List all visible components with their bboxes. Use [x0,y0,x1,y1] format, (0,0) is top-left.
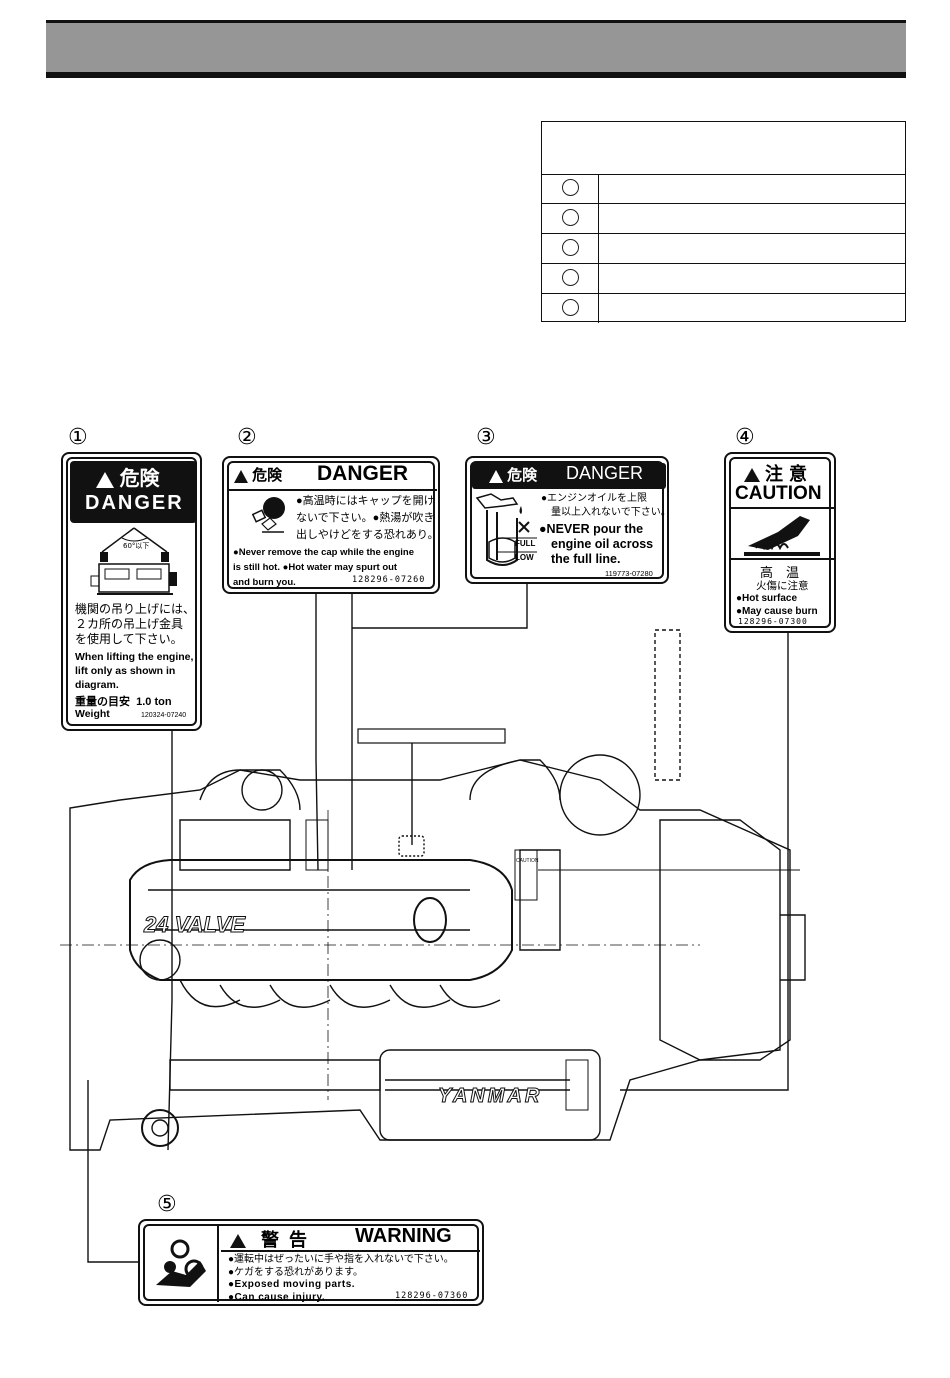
danger-label-3: 危険 DANGER FULL LOW ●エンジンオイルを上限 量以上入れないで下… [465,456,671,584]
label-jp-big: 高 温 [760,565,800,580]
label-title-en: DANGER [85,492,184,514]
circle-number-icon [562,299,579,316]
warning-triangle-icon [744,468,760,483]
label-en-text: ●Hot surface ●May cause burn [736,593,818,617]
label-code: 120324-07240 [141,712,187,719]
warning-triangle-icon [234,469,248,483]
label-number-4: ④ [735,425,755,450]
radiator-cap-icon [251,497,285,533]
caution-label-4: 注意 CAUTION 高 温 火傷に注意 ●Hot surface ●May c… [724,452,836,633]
warning-label-5: 警告 WARNING ●運転中はぜったいに手や指を入れないで下さい。 ●ケガをす… [138,1219,484,1306]
label-en-text: When lifting the engine, lift only as sh… [75,651,194,691]
circle-number-icon [562,209,579,226]
warning-triangle-icon [96,471,114,488]
table-row [542,294,905,323]
label-number-2: ② [237,425,257,450]
label-en-text: ●Never remove the cap while the engine i… [233,547,415,588]
label-en-text: ●NEVER pour the engine oil across the fu… [539,522,654,566]
label-number-1: ① [68,425,88,450]
table-header [542,122,905,175]
label-title-en: WARNING [355,1225,452,1247]
svg-text:60°以下: 60°以下 [123,542,149,550]
page-header-bar [46,20,906,78]
label-title-jp: 警告 [261,1230,318,1250]
label-code: 119773-07280 [605,569,653,578]
warning-triangle-icon [230,1234,246,1249]
weight-line: 重量の目安 1.0 ton [75,696,172,708]
label-number-5: ⑤ [157,1192,177,1217]
label-title-jp: 危険 [252,467,283,484]
circle-number-icon [562,239,579,256]
table-row [542,234,905,264]
label-jp-text: ●エンジンオイルを上限 量以上入れないで下さい。 [541,493,671,518]
oil-level-gauge-icon [475,493,537,566]
table-row [542,174,905,204]
engine-lifting-diagram-icon: 60°以下 [90,527,177,595]
engine-caution-small: CAUTION [516,858,539,864]
label-title-jp: 危険 [507,467,538,484]
low-mark: LOW [515,553,534,562]
label-title-en: CAUTION [735,483,822,504]
full-mark: FULL [515,539,536,548]
label-jp-text: ●高温時にはキャップを開け ないで下さい。●熱湯が吹き 出しやけどをする恐れあり… [296,495,439,541]
engine-brand: YANMAR [438,1085,542,1107]
label-list-table [541,121,906,323]
label-jp-text: 機関の吊り上げには、 ２カ所の吊上げ金具 を使用して下さい。 [75,602,196,646]
label-code: 128296-07300 [738,617,808,626]
hot-surface-hand-icon [744,516,820,556]
belt-entanglement-icon [156,1239,206,1287]
table-row [542,204,905,234]
label-title-jp: 危険 [119,468,160,490]
label-jp-small: 火傷に注意 [756,580,809,592]
label-title-jp: 注意 [765,464,814,484]
label-en-text: ●Exposed moving parts. ●Can cause injury… [228,1279,356,1303]
label-title-en: DANGER [317,462,409,485]
circle-number-icon [562,269,579,286]
label-jp-text: ●運転中はぜったいに手や指を入れないで下さい。 ●ケガをする恐れがあります。 [228,1254,454,1278]
label-code: 128296-07260 [352,575,426,585]
circle-number-icon [562,179,579,196]
table-row [542,264,905,294]
label-title-en: DANGER [566,463,644,483]
danger-label-2: 危険 DANGER ●高温時にはキャップを開け ないで下さい。●熱湯が吹き 出し… [222,456,440,594]
warning-triangle-icon [489,469,503,483]
weight-en: Weight [75,708,110,720]
danger-label-1: 危険 DANGER 60°以下 機関の吊り上げには、 ２カ所の吊上げ金具 を使用… [61,452,202,731]
label-number-3: ③ [476,425,496,450]
label-code: 128296-07360 [395,1291,469,1301]
valve-text: 24 VALVE [143,912,246,937]
